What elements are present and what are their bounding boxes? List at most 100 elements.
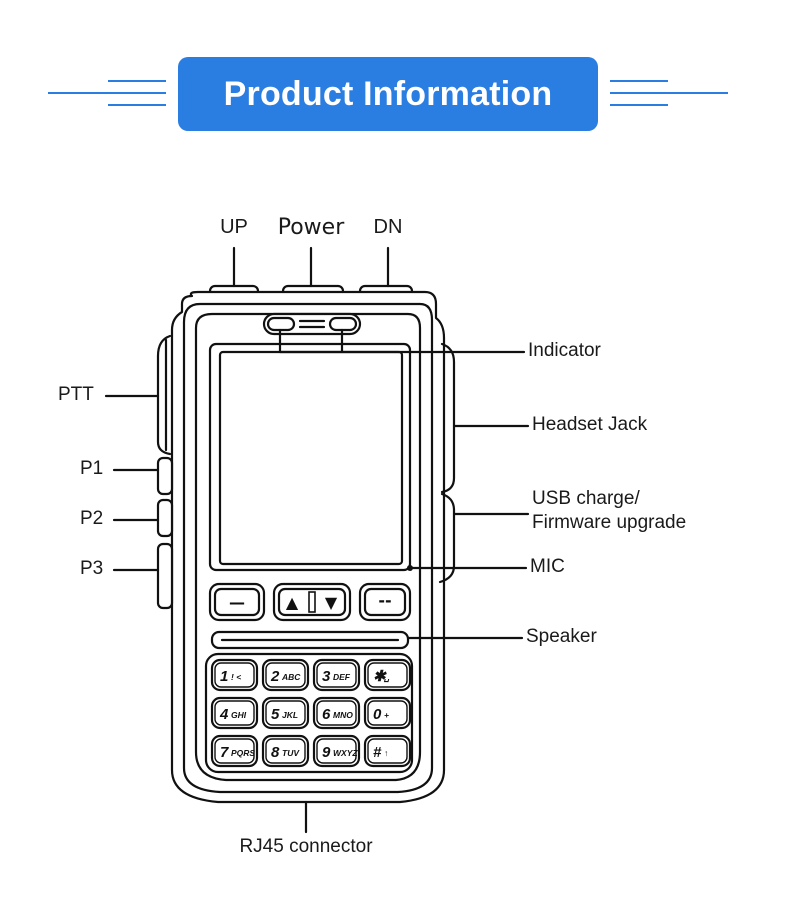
keypad-key-sub: PQRS: [231, 748, 255, 758]
soft-key-glyphs: — ▲ ▼ --: [229, 591, 392, 613]
keypad-key-frame: [363, 658, 412, 692]
front-panel: [194, 312, 422, 782]
keypad-key-inner: [214, 738, 255, 764]
label-up: UP: [220, 216, 248, 238]
soft-key-right-inner: [363, 587, 407, 617]
keypad-key-frame: [363, 734, 412, 768]
nav-up-glyph: ▲: [286, 593, 299, 612]
keypad-key-inner: [265, 738, 306, 764]
header-deco-left-1: [48, 92, 166, 94]
keypad-key-frame: [261, 696, 310, 730]
nav-key-inner: [277, 587, 347, 617]
keypad-key-inner: [214, 700, 255, 726]
keypad-key-main: 2: [270, 668, 280, 685]
keypad-key-sub: ␣: [383, 672, 390, 683]
keypad-key[interactable]: ✱␣: [363, 658, 412, 692]
label-power: Power: [277, 215, 345, 240]
label-p2: P2: [80, 508, 104, 529]
keypad-key-main: 6: [322, 706, 331, 723]
indicator-led-right: [328, 316, 358, 332]
keypad-key-sub: ↑: [384, 748, 388, 758]
keypad-key-sub: MNO: [333, 710, 353, 720]
keypad-key-inner: [316, 700, 357, 726]
soft-key-right-glyph: --: [378, 591, 391, 610]
keypad-key-main: 5: [271, 706, 280, 723]
keypad-key[interactable]: 1! <: [210, 658, 259, 692]
label-speaker: Speaker: [526, 626, 597, 647]
nav-down-glyph: ▼: [325, 593, 338, 612]
nav-key-divider: [308, 591, 316, 613]
page-title-banner: Product Information: [178, 57, 598, 131]
header-deco-left-3: [108, 104, 166, 106]
label-ptt: PTT: [58, 384, 94, 405]
keypad-key-sub: WXYZ: [333, 748, 358, 758]
label-rj45-connector: RJ45 connector: [239, 836, 373, 857]
mic-hole: [407, 565, 413, 571]
keypad-key-inner: [265, 662, 306, 688]
keypad-key-frame: [210, 734, 259, 768]
keypad-key-main: 3: [322, 668, 331, 685]
soft-key-left-glyph: —: [229, 593, 245, 612]
keypad-key-frame: [363, 696, 412, 730]
keypad-key-inner: [367, 662, 408, 688]
keypad-key-main: 0: [373, 706, 382, 723]
keypad-key-main: #: [373, 744, 382, 761]
label-headset-jack: Headset Jack: [532, 414, 648, 435]
radio-body-inner: [182, 302, 434, 794]
keypad-key-frame: [312, 658, 361, 692]
keypad-key-main: 9: [322, 744, 331, 761]
keypad-key-sub: DEF: [333, 672, 351, 682]
label-indicator: Indicator: [528, 340, 601, 361]
keypad-key-frame: [261, 734, 310, 768]
keypad-key[interactable]: #↑: [363, 734, 412, 768]
keypad-key-frame: [312, 696, 361, 730]
keypad-key[interactable]: 0+: [363, 696, 412, 730]
usb-port-cover: [438, 492, 456, 584]
keypad-key-main: ✱: [373, 668, 387, 685]
keypad-key-main: 4: [219, 706, 229, 723]
keypad-key-sub: GHI: [231, 710, 247, 720]
display-screen: [208, 342, 412, 572]
p3-button: [156, 542, 174, 610]
header-deco-right-2: [610, 80, 668, 82]
keypad-key-inner: [265, 700, 306, 726]
keypad-key-frame: [210, 696, 259, 730]
header-deco-right-1: [610, 92, 728, 94]
header-deco-right-3: [610, 104, 668, 106]
label-usb-line2: Firmware upgrade: [532, 512, 687, 533]
keypad-key-main: 1: [220, 668, 228, 685]
keypad-key-sub: ! <: [231, 672, 241, 682]
keypad-key-inner: [316, 738, 357, 764]
soft-key-left-inner: [213, 587, 261, 617]
page-title: Product Information: [223, 74, 553, 113]
p2-button: [156, 498, 174, 538]
keypad-key-inner: [214, 662, 255, 688]
ptt-button: [156, 334, 172, 456]
keypad-key-sub: JKL: [282, 710, 298, 720]
keypad-key-inner: [367, 700, 408, 726]
keypad-key-frame: [210, 658, 259, 692]
indicator-led-left: [266, 316, 296, 332]
keypad-key-inner: [316, 662, 357, 688]
soft-key-right: [358, 582, 412, 622]
label-usb-line1: USB charge/: [532, 488, 640, 509]
keypad-key-inner: [367, 738, 408, 764]
keypad-key-sub: TUV: [282, 748, 300, 758]
keypad-key-frame: [312, 734, 361, 768]
keypad-key-sub: ABC: [281, 672, 301, 682]
keypad-key-frame: [261, 658, 310, 692]
keypad-key-sub: +: [384, 710, 389, 720]
p1-button: [156, 456, 174, 496]
label-p1: P1: [80, 458, 104, 479]
keypad-key-main: 7: [220, 744, 229, 761]
